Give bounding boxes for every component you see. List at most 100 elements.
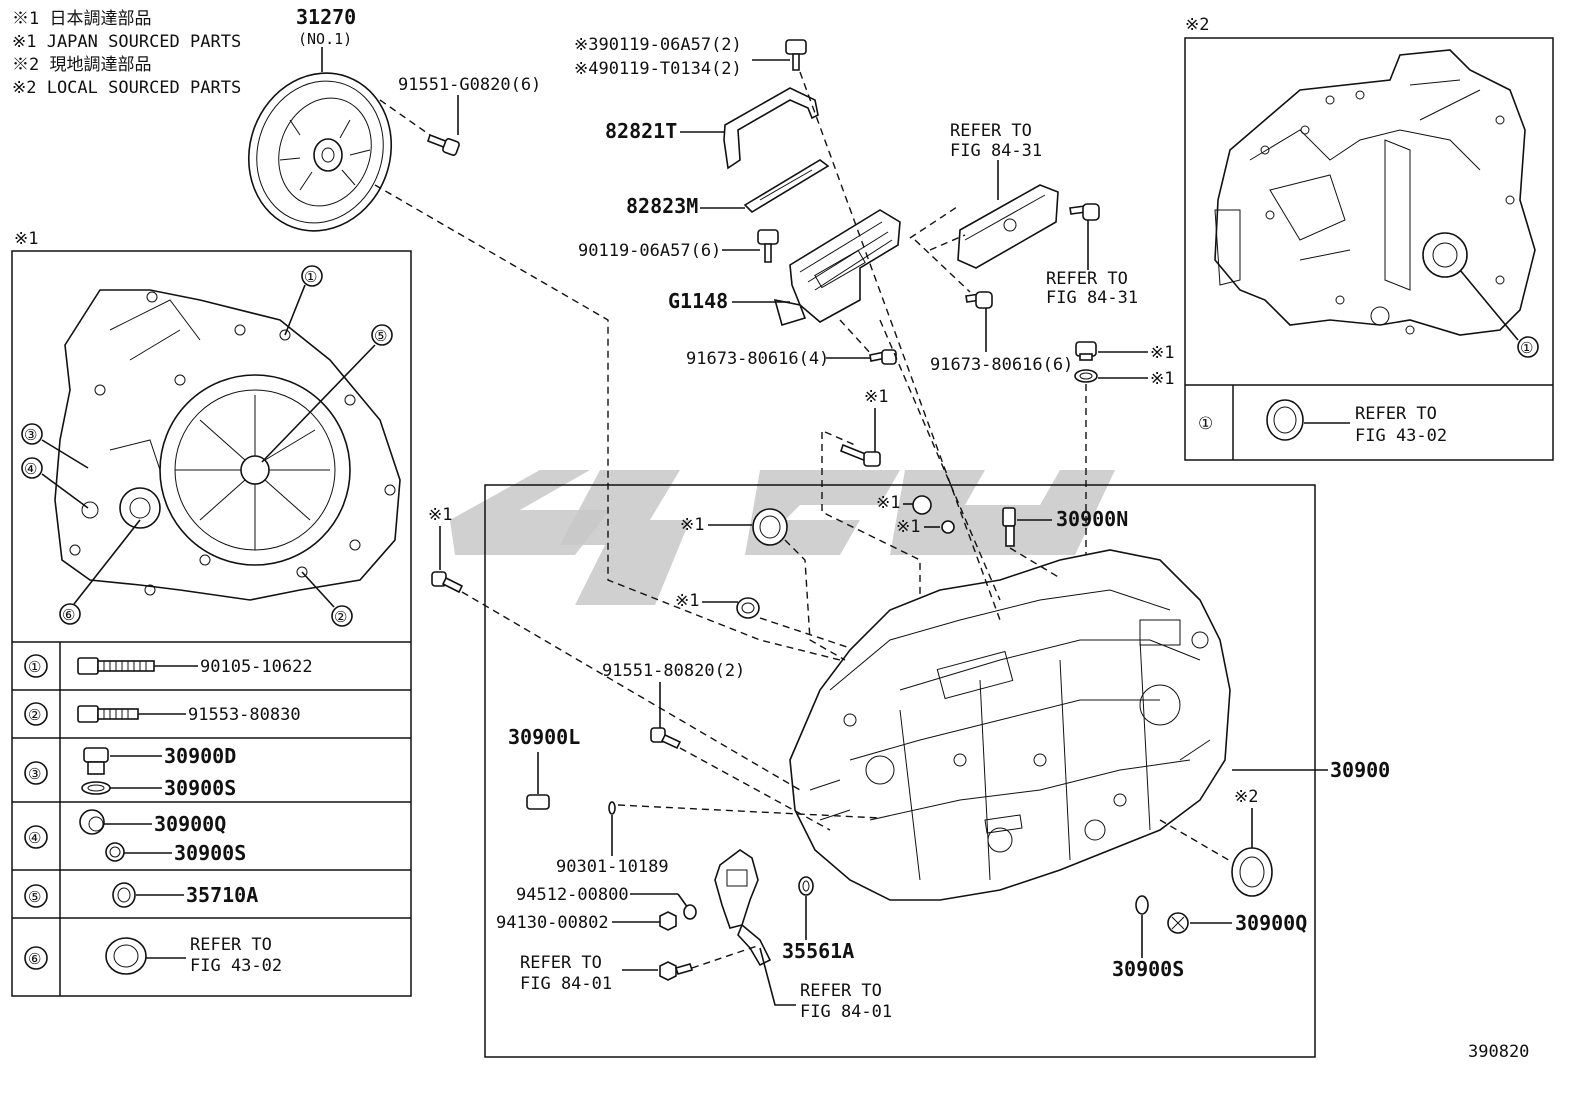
label-30900l: 30900L [508,725,580,749]
label-refer-bottom-1: REFER TO [520,953,602,973]
row6-refer: REFER TO [190,935,272,955]
row1-num [24,654,48,678]
callout-4 [21,457,43,479]
row6-num [24,946,48,970]
label-94512-00800: 94512-00800 [516,885,629,905]
label-bolt-b: 90119-06A57(6) [578,241,721,261]
gasket-center-icon [941,520,955,534]
row3-part2: 30900S [164,776,236,800]
notes: ※1 日本調達部品 ※1 JAPAN SOURCED PARTS ※2 現地調達… [12,9,241,98]
bracket-82821t-drawing[interactable] [723,87,819,170]
bolt-bottom-icon [659,961,694,981]
label-fig8431-2: FIG 84-31 [1046,288,1138,308]
label-bolt-d: 91673-80616(6) [930,355,1073,375]
diagram-code: 390820 [1468,1042,1529,1062]
label-refer-2: REFER TO [1046,269,1128,289]
svg-text:②: ② [334,608,347,626]
sensor-30900n-icon [1002,507,1016,547]
label-94130-00802: 94130-00802 [496,913,609,933]
callout-6 [59,603,81,625]
label-bolt-c: 91673-80616(4) [686,349,829,369]
label-30900q-right: 30900Q [1235,911,1307,935]
washer-94512-icon [683,904,697,920]
svg-text:⑥: ⑥ [28,950,41,968]
gasket-30900s-icon [81,781,111,795]
label-refer-1: REFER TO [950,121,1032,141]
housing-local-drawing[interactable] [1214,49,1536,336]
svg-text:⑤: ⑤ [28,888,41,906]
label-fig8401-bottom-2: FIG 84-01 [800,1002,892,1022]
gasket-30900s-2-icon [105,842,125,862]
mark-plug-1: ※1 [1150,343,1174,363]
svg-text:②: ② [28,706,41,724]
row2-part: 91553-80830 [188,705,301,725]
transaxle-30900-drawing[interactable] [789,549,1231,901]
gasket-30900s-right-icon [1135,895,1149,915]
row5-part: 35710A [186,883,258,907]
note-local-en: ※2 LOCAL SOURCED PARTS [12,78,241,98]
label-31270-sub: (NO.1) [298,30,352,48]
housing-japan-drawing[interactable] [54,289,401,601]
bolt-center-icon [840,443,881,467]
bolt-left-main-icon [431,571,464,594]
neutral-switch-drawing[interactable] [714,849,772,967]
svg-text:④: ④ [28,829,41,847]
note-japan-en: ※1 JAPAN SOURCED PARTS [12,32,241,52]
plug-30900q-right-icon [1167,912,1189,934]
label-31270: 31270 [296,5,356,29]
label-82823m: 82823M [626,194,698,218]
seal-fig4302-left-icon [105,937,147,975]
left-panel-box [11,250,412,997]
bolt-91551-80820-icon [650,727,682,750]
clutch-cover-drawing[interactable] [227,53,413,251]
gasket-top-icon [1074,369,1098,383]
label-fig8431-1: FIG 84-31 [950,141,1042,161]
callout-right-1-text: ① [1520,339,1533,357]
row3-num [24,761,48,785]
svg-text:⑥: ⑥ [62,606,75,624]
mark-gasket-1: ※1 [1150,369,1174,389]
seal-top-main-icon [752,508,788,546]
module-g1148-drawing[interactable] [773,209,901,327]
callout-right-1 [1517,336,1539,358]
svg-text:①: ① [304,268,317,286]
mark-seal-2: ※1 [675,591,699,611]
plug-30900d-icon [83,747,109,775]
svg-text:③: ③ [28,765,41,783]
seal-fig4302-right-icon [1266,399,1304,441]
row3-part: 30900D [164,744,236,768]
seal-small-main-icon [736,597,760,619]
cover-fig8431-drawing[interactable] [957,184,1059,269]
svg-text:⑤: ⑤ [374,327,387,345]
svg-text:①: ① [28,658,41,676]
row4-part2: 30900S [174,841,246,865]
bolt-90119-icon [757,229,779,263]
svg-text:④: ④ [24,460,37,478]
row4-num [24,825,48,849]
bolt-91673-6-icon [965,291,993,309]
row4-part: 30900Q [154,812,226,836]
callout-5 [371,324,393,346]
mark-bolt-left: ※1 [428,505,452,525]
label-35561a: 35561A [782,939,854,963]
plug-center-icon [912,495,932,515]
label-bolt-a2: ※490119-T0134(2) [574,59,742,79]
callout-3 [21,423,43,445]
label-fig8401-bottom-1: FIG 84-01 [520,974,612,994]
row2-num [24,702,48,726]
row1-part: 90105-10622 [200,657,313,677]
nut-94130-icon [659,911,677,931]
mark-plug-center: ※1 [876,493,900,513]
row5-num [24,884,48,908]
svg-text:③: ③ [24,426,37,444]
mark-gasket-center: ※1 [896,517,920,537]
oring-90301-icon [608,801,616,815]
bolt-90105-icon [77,657,155,675]
legend-right-fig: FIG 43-02 [1355,426,1447,446]
row6-fig: FIG 43-02 [190,956,282,976]
pin-30900l-icon [526,794,550,810]
note-local-jp: ※2 現地調達部品 [12,55,151,75]
plate-82823m-drawing[interactable] [743,159,830,214]
label-91551-80820: 91551-80820(2) [602,661,745,681]
